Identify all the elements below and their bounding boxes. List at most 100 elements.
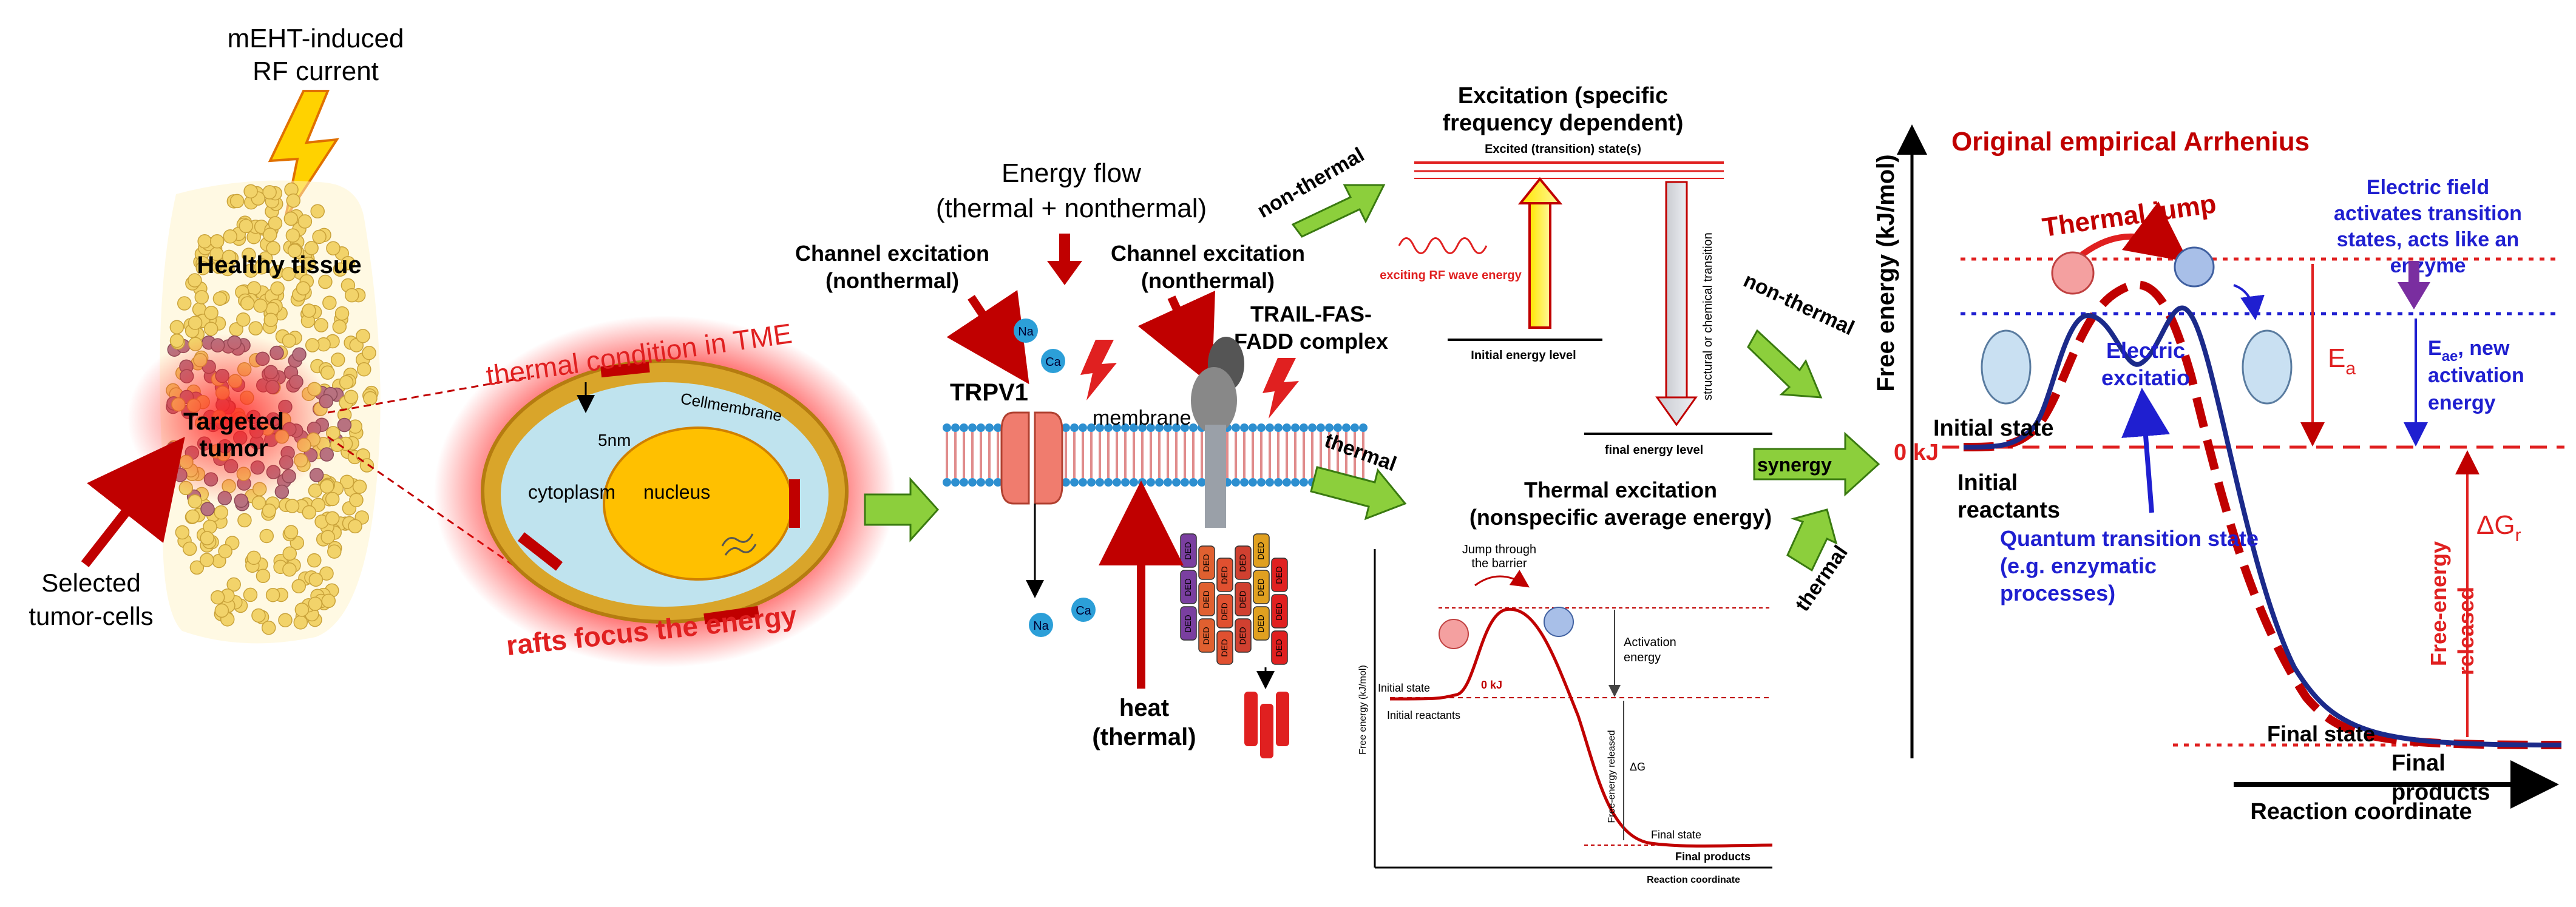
arrhenius-xlabel: Reaction coordinate <box>2250 799 2472 824</box>
lipid-head <box>1121 478 1130 487</box>
arrhenius-initial-reactants-line2: reactants <box>1957 497 2060 523</box>
excitation-title-line2: frequency dependent) <box>1443 110 1684 136</box>
lipid-head <box>1257 423 1266 432</box>
lipid-head <box>1249 423 1257 432</box>
healthy-cell <box>362 345 376 360</box>
lipid-head <box>1189 478 1198 487</box>
nucleus-label: nucleus <box>643 481 710 503</box>
healthy-cell <box>285 499 300 513</box>
channel-right-arrow <box>1137 291 1215 386</box>
ded-label: DED <box>1256 615 1266 633</box>
lipid-head <box>1062 478 1070 487</box>
lipid-head <box>977 423 985 432</box>
non-thermal-arrow-2 <box>1747 329 1823 399</box>
lipid-head <box>1070 423 1079 432</box>
non-thermal-arrow <box>1291 184 1386 238</box>
activation-label-line2: energy <box>1624 651 1661 664</box>
healthy-cell <box>243 184 258 199</box>
ded-domain <box>1180 606 1197 641</box>
healthy-cell <box>218 544 232 559</box>
thermal-arrow-2 <box>1786 508 1838 572</box>
healthy-cell <box>312 229 327 244</box>
healthy-cell <box>283 211 299 226</box>
lipid-head <box>1266 478 1274 487</box>
arrhenius-final-products-line2: products <box>2391 780 2490 805</box>
healthy-cell <box>278 613 293 627</box>
healthy-cell <box>327 544 342 559</box>
heat-label-line2: (thermal) <box>1092 724 1196 750</box>
lightning-small-left-icon <box>1080 340 1117 400</box>
healthy-tissue-label: Healthy tissue <box>197 252 361 278</box>
healthy-cell <box>363 391 378 406</box>
ca-ion-bottom-label: Ca <box>1076 604 1091 618</box>
selected-cells-arrow <box>81 436 185 567</box>
healthy-cell <box>214 603 229 618</box>
healthy-cell <box>261 620 276 635</box>
quantum-label: Quantum transition state <box>2000 526 2259 551</box>
ca-ion-icon <box>1041 349 1065 373</box>
lipid-head <box>1283 478 1291 487</box>
healthy-cell <box>339 474 354 490</box>
caspase-fragment <box>1276 692 1289 746</box>
tumor-cell <box>309 468 324 482</box>
ca-ion-label: Ca <box>1045 356 1061 369</box>
thermal-title-line2: (nonspecific average energy) <box>1469 505 1772 530</box>
lipid-head <box>1172 478 1181 487</box>
targeted-tumor-label: Targeted <box>183 408 284 435</box>
trail-label: TRAIL-FAS- <box>1250 302 1372 326</box>
lipid-head <box>968 478 977 487</box>
jump-label: Jump through <box>1462 543 1536 556</box>
healthy-cell <box>293 615 308 630</box>
lipid-head <box>1130 478 1138 487</box>
ea-label: Ea <box>2328 343 2356 379</box>
healthy-cell <box>169 320 185 334</box>
rf-title: mEHT-induced <box>227 24 404 53</box>
channel-left-label: Channel excitation <box>795 241 989 266</box>
eae-label: Eae, new <box>2428 337 2510 365</box>
energy-flow-arrow-shaft <box>1059 234 1070 264</box>
channel-open-icon <box>2242 329 2293 405</box>
ded-label: DED <box>1219 566 1229 584</box>
lipid-head <box>1130 423 1138 432</box>
thermal-jump-arrow <box>2080 201 2189 262</box>
healthy-cell <box>319 566 334 581</box>
thermal-released-label: Free-energy released <box>1607 730 1617 823</box>
membrane-panel: Energy flow (thermal + nonthermal) Chann… <box>795 158 1388 758</box>
lipid-head <box>1087 423 1096 432</box>
healthy-cell <box>344 288 359 303</box>
arrhenius-initial-state: Initial state <box>1933 416 2054 441</box>
healthy-cell <box>322 295 337 310</box>
lipid-head <box>1189 423 1198 432</box>
tissue-panel: mEHT-induced RF current Healthy tissue T… <box>29 24 895 667</box>
thermal-label: thermal <box>1321 429 1399 476</box>
lipid-head <box>1291 478 1300 487</box>
trpv1-label: TRPV1 <box>950 379 1028 406</box>
healthy-cell <box>204 305 219 320</box>
excited-state-label: Excited (transition) state(s) <box>1485 143 1641 156</box>
fadd-ded-stack: DEDDEDDEDDEDDEDDEDDEDDEDDEDDEDDEDDEDDEDD… <box>1180 533 1289 758</box>
ded-label: DED <box>1274 566 1284 584</box>
lipid-head <box>1334 423 1342 432</box>
healthy-cell <box>282 562 297 577</box>
thermal-final-products: Final products <box>1675 851 1751 863</box>
free-energy-released-label-line2: released <box>2453 587 2478 675</box>
ded-label: DED <box>1256 542 1266 560</box>
healthy-cell <box>185 509 200 524</box>
healthy-cell <box>348 519 362 534</box>
five-nm-label: 5nm <box>598 431 631 450</box>
na-ion-bottom-label: Na <box>1033 619 1049 633</box>
thermal-initial-reactants: Initial reactants <box>1387 709 1460 721</box>
lipid-head <box>968 423 977 432</box>
quantum-label-line3: processes) <box>2000 581 2115 605</box>
healthy-cell <box>270 281 285 296</box>
arrhenius-enzymatic-curve <box>1963 305 2562 747</box>
healthy-cell <box>254 260 269 275</box>
lipid-head <box>1291 423 1300 432</box>
lipid-head <box>951 423 960 432</box>
ded-label: DED <box>1183 578 1193 596</box>
healthy-cell <box>308 572 324 587</box>
lipid-head <box>1300 423 1308 432</box>
dg-label: ΔGr <box>2476 510 2521 545</box>
healthy-cell <box>253 298 268 313</box>
